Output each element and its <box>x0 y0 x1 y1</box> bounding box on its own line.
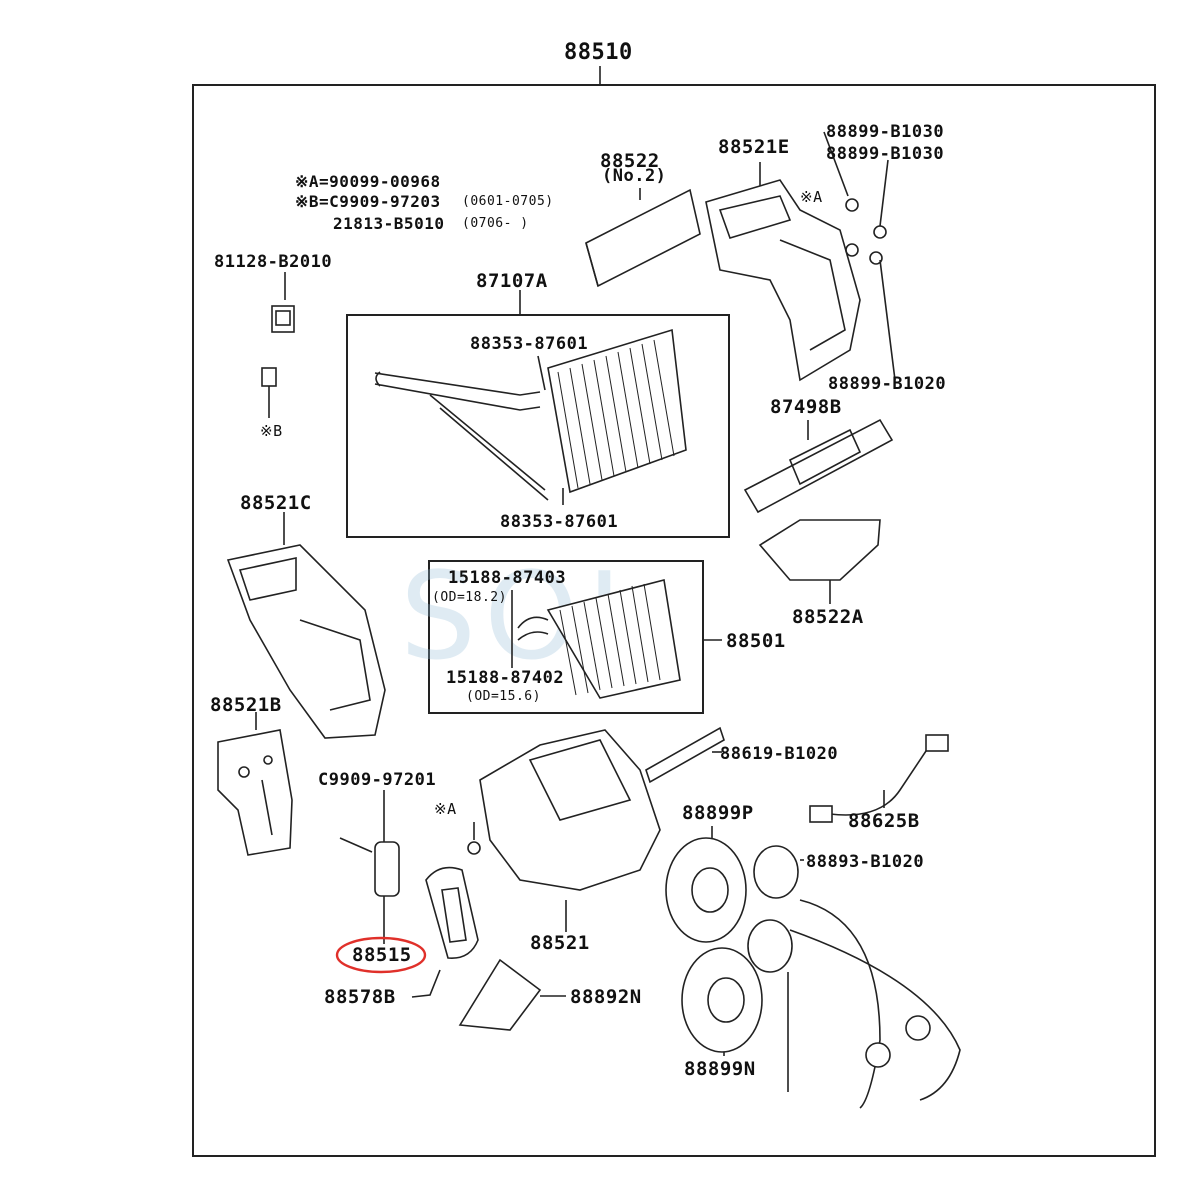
label-88899-b1030-b: 88899-B1030 <box>826 144 945 164</box>
label-88353-top: 88353-87601 <box>470 334 589 354</box>
evaporator-group-box <box>428 560 704 714</box>
label-88899-b1020: 88899-B1020 <box>828 374 947 394</box>
note-b-date-1: (0601-0705) <box>462 194 554 209</box>
label-88522-no2: (No.2) <box>602 166 667 186</box>
label-87498b: 87498B <box>770 396 842 418</box>
label-88521b: 88521B <box>210 694 282 716</box>
note-b-date-2: (0706- ) <box>462 216 529 231</box>
label-88515: 88515 <box>352 944 412 966</box>
label-88625b: 88625B <box>848 810 920 832</box>
label-87107a: 87107A <box>476 270 548 292</box>
label-od-182: (OD=18.2) <box>432 590 507 605</box>
label-81128-b2010: 81128-B2010 <box>214 252 333 272</box>
label-88893-b1020: 88893-B1020 <box>806 852 925 872</box>
heater-core-group-box <box>346 314 730 538</box>
label-15188-87403: 15188-87403 <box>448 568 567 588</box>
label-88522a: 88522A <box>792 606 864 628</box>
label-88899p: 88899P <box>682 802 754 824</box>
note-b-1: ※B=C9909-97203 <box>295 192 441 211</box>
note-b-2: 21813-B5010 <box>333 214 445 233</box>
note-a: ※A=90099-00968 <box>295 172 441 191</box>
mark-a-top: ※A <box>800 188 823 206</box>
label-15188-87402: 15188-87402 <box>446 668 565 688</box>
label-88899n: 88899N <box>684 1058 756 1080</box>
label-88353-bottom: 88353-87601 <box>500 512 619 532</box>
label-88521: 88521 <box>530 932 590 954</box>
label-od-156: (OD=15.6) <box>466 689 541 704</box>
label-88899-b1030-a: 88899-B1030 <box>826 122 945 142</box>
label-88521e: 88521E <box>718 136 790 158</box>
label-c9909-97201: C9909-97201 <box>318 770 437 790</box>
label-88510: 88510 <box>564 40 633 65</box>
label-88892n: 88892N <box>570 986 642 1008</box>
mark-a-mid: ※A <box>434 800 457 818</box>
label-88619-b1020: 88619-B1020 <box>720 744 839 764</box>
label-88522: 88522 <box>600 150 660 172</box>
diagram-frame <box>192 84 1156 1157</box>
label-88501: 88501 <box>726 630 786 652</box>
mark-b: ※B <box>260 422 283 440</box>
label-88578b: 88578B <box>324 986 396 1008</box>
label-88521c: 88521C <box>240 492 312 514</box>
